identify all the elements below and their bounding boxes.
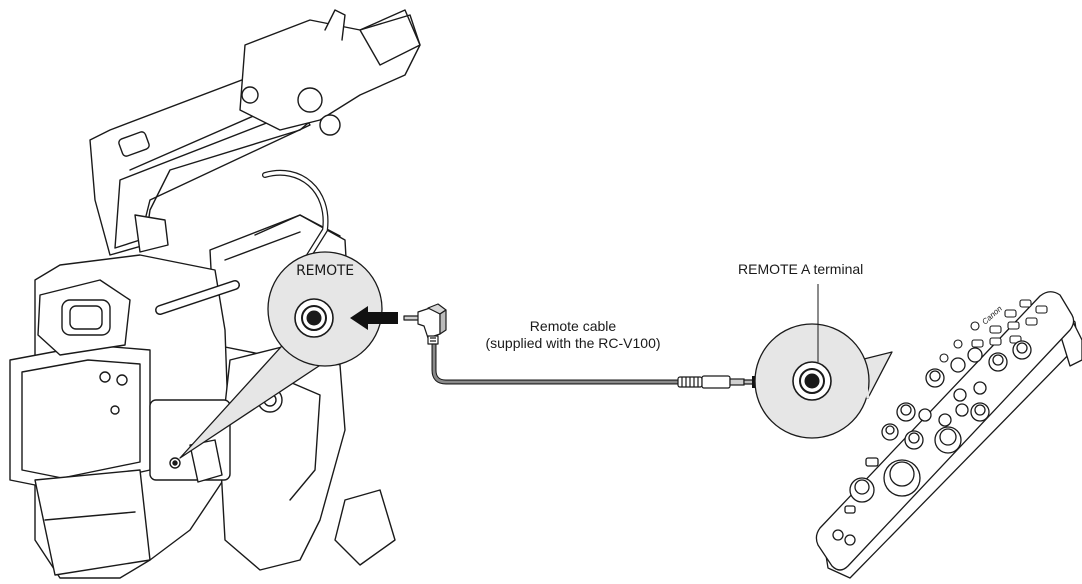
- remote-controller-illustration: Canon: [815, 291, 1082, 579]
- arrow-left-icon: [350, 306, 398, 330]
- remote-cable-label-line1: Remote cable: [529, 318, 617, 334]
- right-angle-plug-icon: [403, 303, 447, 345]
- remote-cable-label: Remote cable (supplied with the RC-V100): [448, 318, 698, 352]
- remote-jack-magnifier: [267, 251, 383, 367]
- remote-a-terminal-label: REMOTE A terminal: [738, 261, 864, 277]
- remote-cable: [403, 303, 755, 389]
- remote-a-terminal-magnifier: [754, 284, 893, 439]
- straight-plug-icon: [677, 375, 755, 389]
- camcorder-illustration: [9, 9, 421, 579]
- remote-cable-label-line2: (supplied with the RC-V100): [485, 335, 661, 351]
- remote-brand-mark: Canon: [980, 304, 1004, 327]
- remote-a-jack-icon: [792, 361, 832, 401]
- remote-jack-label: REMOTE: [296, 263, 354, 279]
- remote-jack-icon: [294, 298, 334, 338]
